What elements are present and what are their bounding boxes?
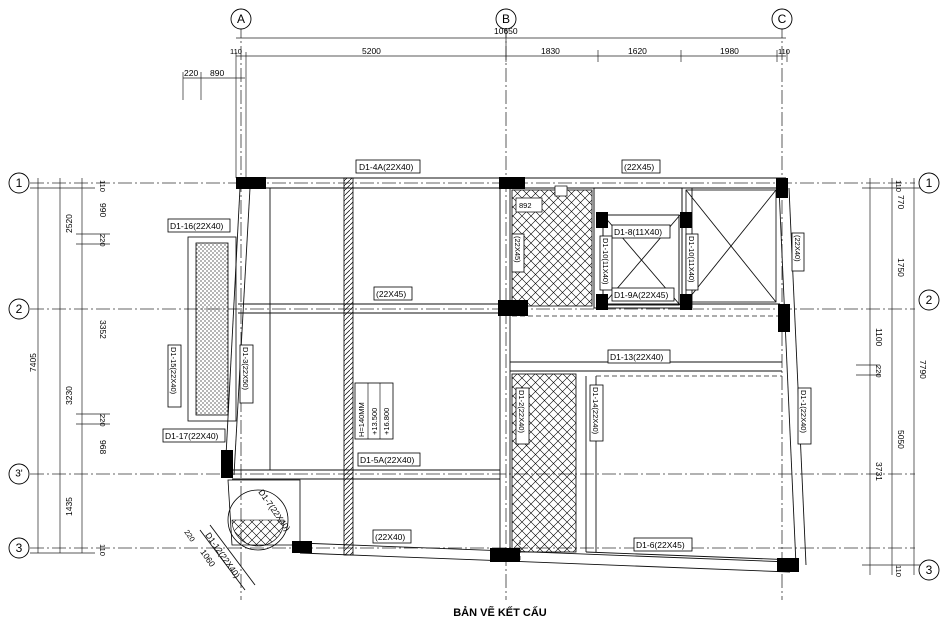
grid-label-right-3: 3 <box>926 563 933 577</box>
dim-left-968: 968 <box>98 440 108 454</box>
columns <box>221 177 799 572</box>
label-d1-14: D1-14(22X40) <box>591 387 600 435</box>
hatched-areas <box>187 189 593 553</box>
label-d1-10-b: D1-10(11X40) <box>687 236 696 283</box>
grid-bubble-c: C <box>771 8 793 30</box>
dim-left-3352: 3352 <box>98 320 108 339</box>
dim-right-7790: 7790 <box>918 360 928 379</box>
grid-label-b: B <box>502 12 510 26</box>
dim-right-220: 220 <box>874 365 883 378</box>
label-d1-9a: D1-9A(22X45) <box>614 290 669 300</box>
dim-right-3731: 3731 <box>874 462 884 481</box>
grid-bubble-b: B <box>495 8 517 30</box>
dim-right-1750: 1750 <box>896 258 906 277</box>
dim-top-110-left: 110 <box>230 47 242 56</box>
label-right-22x40: (22X40) <box>793 235 802 262</box>
dim-bottom-220: 220 <box>182 528 197 543</box>
dim-left-990: 990 <box>98 203 108 217</box>
grid-bubble-left-3: 3 <box>8 537 30 559</box>
dim-top-5200: 5200 <box>362 46 381 56</box>
brick-wall <box>343 177 354 556</box>
dim-left-220-b: 220 <box>98 414 107 427</box>
spiral-stair <box>199 479 301 591</box>
dim-top-110-right: 110 <box>778 47 790 56</box>
grid-label-left-3p: 3' <box>15 469 23 480</box>
grid-label-right-1: 1 <box>926 176 933 190</box>
dim-left-1435: 1435 <box>64 497 74 516</box>
label-d1-2: D1-2(22X40) <box>517 390 526 433</box>
grid-bubble-left-2: 2 <box>8 298 30 320</box>
dim-top-total: 10650 <box>494 26 518 36</box>
label-d1-3: D1-3(22X50) <box>241 347 250 390</box>
grid-label-right-2: 2 <box>926 293 933 307</box>
dim-right-5050: 5050 <box>896 430 906 449</box>
label-d1-1: D1-1(22X40) <box>799 390 808 433</box>
grid-bubble-right-3: 3 <box>918 559 940 581</box>
grid-label-left-3: 3 <box>16 541 23 555</box>
dim-left-end-top: 110 <box>98 180 107 192</box>
drawing-title: BẢN VẼ KẾT CẤU <box>453 606 547 619</box>
label-d1-13: D1-13(22X40) <box>610 352 664 362</box>
dim-left-end-bottom: 110 <box>98 544 107 556</box>
inner-notes: 892 <box>515 185 568 213</box>
dim-left-2520: 2520 <box>64 214 74 233</box>
label-d1-10-a: D1-10(11X40) <box>601 238 610 285</box>
level-13500: +13.500 <box>370 408 379 435</box>
dim-top-1980: 1980 <box>720 46 739 56</box>
dim-right-end-bottom: 110 <box>894 565 903 577</box>
dim-right-end-top: 110 <box>894 180 903 192</box>
label-d1-16: D1-16(22X40) <box>170 221 224 231</box>
dim-top-1830: 1830 <box>541 46 560 56</box>
dim-right-1100: 1100 <box>874 328 884 347</box>
label-d1-4a: D1-4A(22X40) <box>359 162 414 172</box>
level-h: H=140MM <box>357 402 366 437</box>
label-bottom-22x40: (22X40) <box>375 532 405 542</box>
grid-label-a: A <box>237 12 245 26</box>
right-dimensions: 110 110 770 1750 1100 220 5050 3731 7790 <box>856 178 928 577</box>
level-16800: +16.800 <box>382 408 391 435</box>
dim-top-890: 890 <box>210 68 224 78</box>
dim-top-1620: 1620 <box>628 46 647 56</box>
dim-left-220-a: 220 <box>98 234 107 247</box>
label-mid-22x45: (22X45) <box>376 289 406 299</box>
grid-bubble-a: A <box>230 8 252 30</box>
label-d1-15: D1-15(22X40) <box>169 347 178 395</box>
beam-labels: D1-4A(22X40) (22X45) D1-16(22X40) D1-8(1… <box>162 159 812 580</box>
level-tag: H=140MM +13.500 +16.800 <box>354 382 394 440</box>
grid-label-left-1: 1 <box>16 176 23 190</box>
label-d1-8: D1-8(11X40) <box>614 227 662 237</box>
left-dimensions: 110 110 2520 7405 3230 1435 990 220 3352… <box>28 178 110 556</box>
label-left-22x45-vertical: (22X45) <box>513 236 522 263</box>
label-top-22x45: (22X45) <box>624 162 654 172</box>
grid-bubble-right-1: 1 <box>918 172 940 194</box>
grid-bubble-left-3p: 3' <box>8 463 30 485</box>
label-d1-17: D1-17(22X40) <box>165 431 219 441</box>
note-892: 892 <box>519 201 532 210</box>
label-d1-5a: D1-5A(22X40) <box>360 455 415 465</box>
label-d1-6: D1-6(22X45) <box>636 540 685 550</box>
grid-label-left-2: 2 <box>16 302 23 316</box>
top-dimensions: 10650 110 5200 1830 1620 1980 110 220 89… <box>182 26 790 178</box>
beam-outline <box>224 177 807 573</box>
dim-right-770: 770 <box>896 195 906 209</box>
dim-left-3230: 3230 <box>64 386 74 405</box>
grid-label-c: C <box>778 12 787 26</box>
grid-bubble-left-1: 1 <box>8 172 30 194</box>
dim-left-7405: 7405 <box>28 353 38 372</box>
grid-bubble-right-2: 2 <box>918 289 940 311</box>
dim-top-220: 220 <box>184 68 198 78</box>
